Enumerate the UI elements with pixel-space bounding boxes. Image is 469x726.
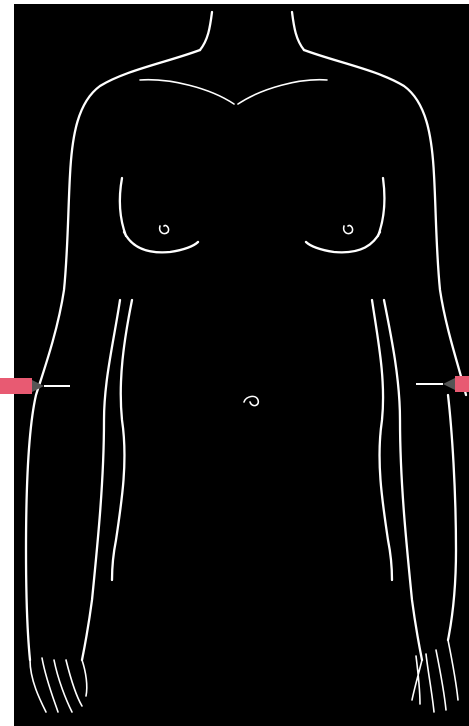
right-marker-tab [455, 376, 469, 392]
left-hand [30, 658, 87, 712]
left-chest-contour [124, 232, 198, 252]
neck-right-line [292, 12, 304, 50]
right-chest-contour [306, 232, 380, 252]
right-shoulder-arm-outline [304, 50, 466, 395]
left-nipple [160, 225, 169, 233]
left-inner-arm-line [82, 300, 120, 660]
right-armpit-line [378, 178, 384, 236]
right-marker-arrow [443, 378, 455, 390]
right-forearm-outline [448, 395, 456, 640]
left-armpit-line [120, 178, 126, 236]
navel [244, 396, 258, 405]
neck-left-line [200, 12, 212, 50]
right-hand [412, 640, 458, 712]
right-inner-arm-line [384, 300, 422, 660]
left-collarbone [140, 80, 234, 104]
right-collarbone [238, 80, 327, 104]
right-nipple [344, 225, 353, 233]
right-torso-side [372, 300, 392, 580]
left-torso-side [112, 300, 132, 580]
left-marker-tab [0, 378, 32, 394]
